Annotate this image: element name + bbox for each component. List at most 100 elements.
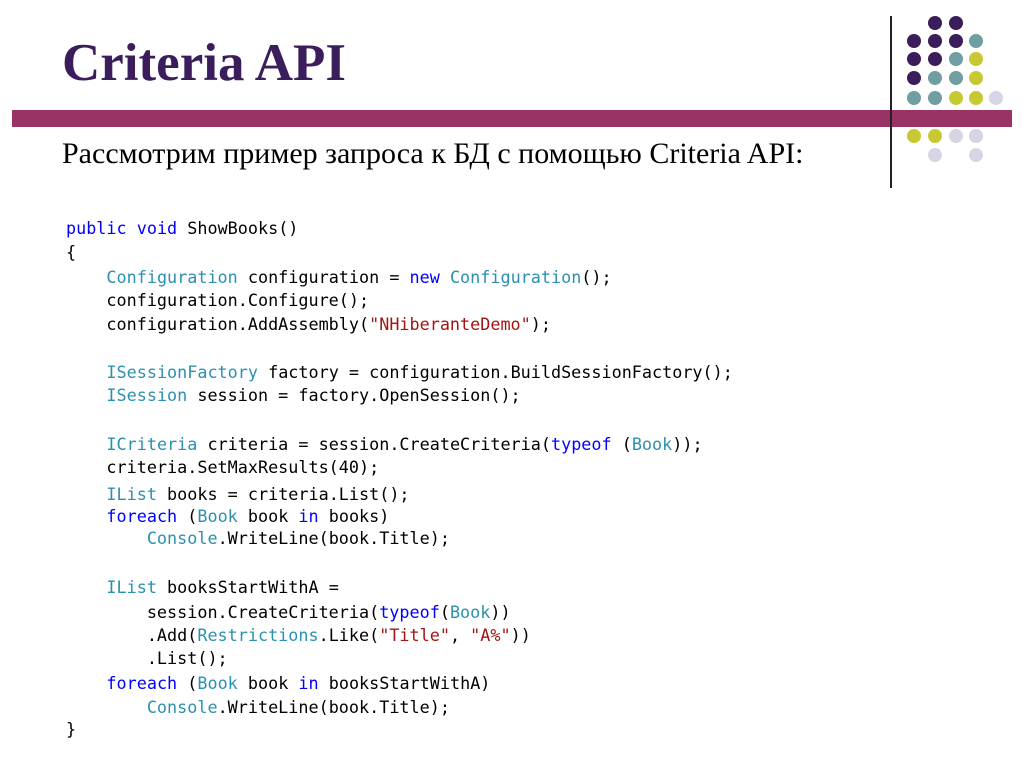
code-text: ( <box>611 434 632 454</box>
decorative-dot <box>928 34 942 48</box>
title-divider-bar <box>12 110 1012 127</box>
code-line: foreach (Book book in books) <box>66 505 389 527</box>
decorative-dot <box>949 34 963 48</box>
code-text: .WriteLine(book.Title); <box>217 528 450 548</box>
code-type-name: Book <box>197 506 238 526</box>
code-text: ( <box>439 602 450 622</box>
code-keyword: typeof <box>379 602 440 622</box>
code-type-name: Restrictions <box>197 625 319 645</box>
code-text: factory = configuration.BuildSessionFact… <box>257 362 733 382</box>
code-keyword: typeof <box>550 434 612 454</box>
decorative-dot <box>969 34 983 48</box>
decorative-dot <box>907 71 921 85</box>
code-text <box>66 506 106 526</box>
decorative-dot <box>928 71 942 85</box>
code-string: "A%" <box>470 625 511 645</box>
decorative-dot <box>969 71 983 85</box>
code-text: (); <box>581 267 612 287</box>
code-text: ); <box>530 314 551 334</box>
code-string: "Title" <box>379 625 450 645</box>
code-line: configuration.AddAssembly("NHiberanteDem… <box>66 313 551 335</box>
code-line: session.CreateCriteria(typeof(Book)) <box>66 601 511 623</box>
code-line: .Add(Restrictions.Like("Title", "A%")) <box>66 624 531 646</box>
code-text: books) <box>318 506 390 526</box>
code-line: Console.WriteLine(book.Title); <box>66 696 450 718</box>
vertical-divider-line <box>890 16 892 188</box>
decorative-dot <box>928 148 942 162</box>
decorative-dot <box>949 91 963 105</box>
code-text <box>66 528 147 548</box>
code-text: criteria = session.CreateCriteria( <box>197 434 551 454</box>
decorative-dot <box>989 91 1003 105</box>
decorative-dot-grid <box>907 16 1003 162</box>
code-type-name: Book <box>197 673 238 693</box>
decorative-dot <box>907 129 921 143</box>
code-line: .List(); <box>66 647 228 669</box>
code-text: .WriteLine(book.Title); <box>217 697 450 717</box>
code-line: ICriteria criteria = session.CreateCrite… <box>66 433 703 455</box>
code-type-name: Console <box>146 697 218 717</box>
code-string: "NHiberanteDemo" <box>369 314 531 334</box>
code-text: ( <box>177 673 198 693</box>
code-line: configuration.Configure(); <box>66 289 369 311</box>
code-text: )) <box>490 602 511 622</box>
code-text: books = criteria.List(); <box>156 484 410 504</box>
code-keyword: foreach <box>106 673 178 693</box>
code-text: booksStartWithA = <box>156 577 339 597</box>
code-type-name: Configuration <box>449 267 582 287</box>
code-type-name: Book <box>631 434 673 454</box>
code-type-name: ISessionFactory <box>106 362 258 382</box>
decorative-dot <box>969 52 983 66</box>
code-text: )) <box>510 625 531 645</box>
code-text <box>66 385 106 405</box>
code-keyword: foreach <box>106 506 178 526</box>
decorative-dot <box>907 34 921 48</box>
code-type-name: IList <box>106 484 157 504</box>
code-line: IList booksStartWithA = <box>66 576 339 598</box>
code-text <box>66 577 106 597</box>
code-text: { <box>66 242 77 262</box>
code-line: { <box>66 241 76 263</box>
code-text: , <box>449 625 471 645</box>
decorative-dot <box>969 91 983 105</box>
code-line: IList books = criteria.List(); <box>66 483 410 505</box>
code-text: .Like( <box>318 625 380 645</box>
code-keyword: in <box>298 673 319 693</box>
code-text: )); <box>672 434 703 454</box>
code-line: foreach (Book book in booksStartWithA) <box>66 672 490 694</box>
code-keyword: public <box>66 218 127 238</box>
code-line: ISessionFactory factory = configuration.… <box>66 361 733 383</box>
code-text <box>66 697 147 717</box>
decorative-dot <box>907 52 921 66</box>
code-line: Configuration configuration = new Config… <box>66 266 612 288</box>
code-line: criteria.SetMaxResults(40); <box>66 456 379 478</box>
code-text: criteria.SetMaxResults(40); <box>66 457 380 477</box>
code-keyword: new <box>409 267 440 287</box>
code-text <box>66 673 106 693</box>
code-keyword: in <box>298 506 319 526</box>
code-text: .Add( <box>66 625 198 645</box>
decorative-dot <box>928 129 942 143</box>
code-text: session = factory.OpenSession(); <box>187 385 521 405</box>
code-type-name: ISession <box>106 385 188 405</box>
code-text: book <box>237 673 299 693</box>
code-line: Console.WriteLine(book.Title); <box>66 527 450 549</box>
slide-title: Criteria API <box>62 34 347 92</box>
code-text: ( <box>177 506 198 526</box>
code-type-name: ICriteria <box>106 434 198 454</box>
code-type-name: Book <box>449 602 491 622</box>
decorative-dot <box>907 91 921 105</box>
code-line: public void ShowBooks() <box>66 217 298 239</box>
decorative-dot <box>928 16 942 30</box>
code-text <box>66 267 106 287</box>
decorative-dot <box>928 91 942 105</box>
code-text: ShowBooks() <box>177 218 299 238</box>
slide-subtitle: Рассмотрим пример запроса к БД с помощью… <box>62 137 804 170</box>
code-type-name: Configuration <box>106 267 238 287</box>
decorative-dot <box>969 129 983 143</box>
code-text: configuration.Configure(); <box>66 290 370 310</box>
decorative-dot <box>928 52 942 66</box>
decorative-dot <box>949 52 963 66</box>
code-text: .List(); <box>66 648 228 668</box>
code-text: configuration = <box>237 267 410 287</box>
